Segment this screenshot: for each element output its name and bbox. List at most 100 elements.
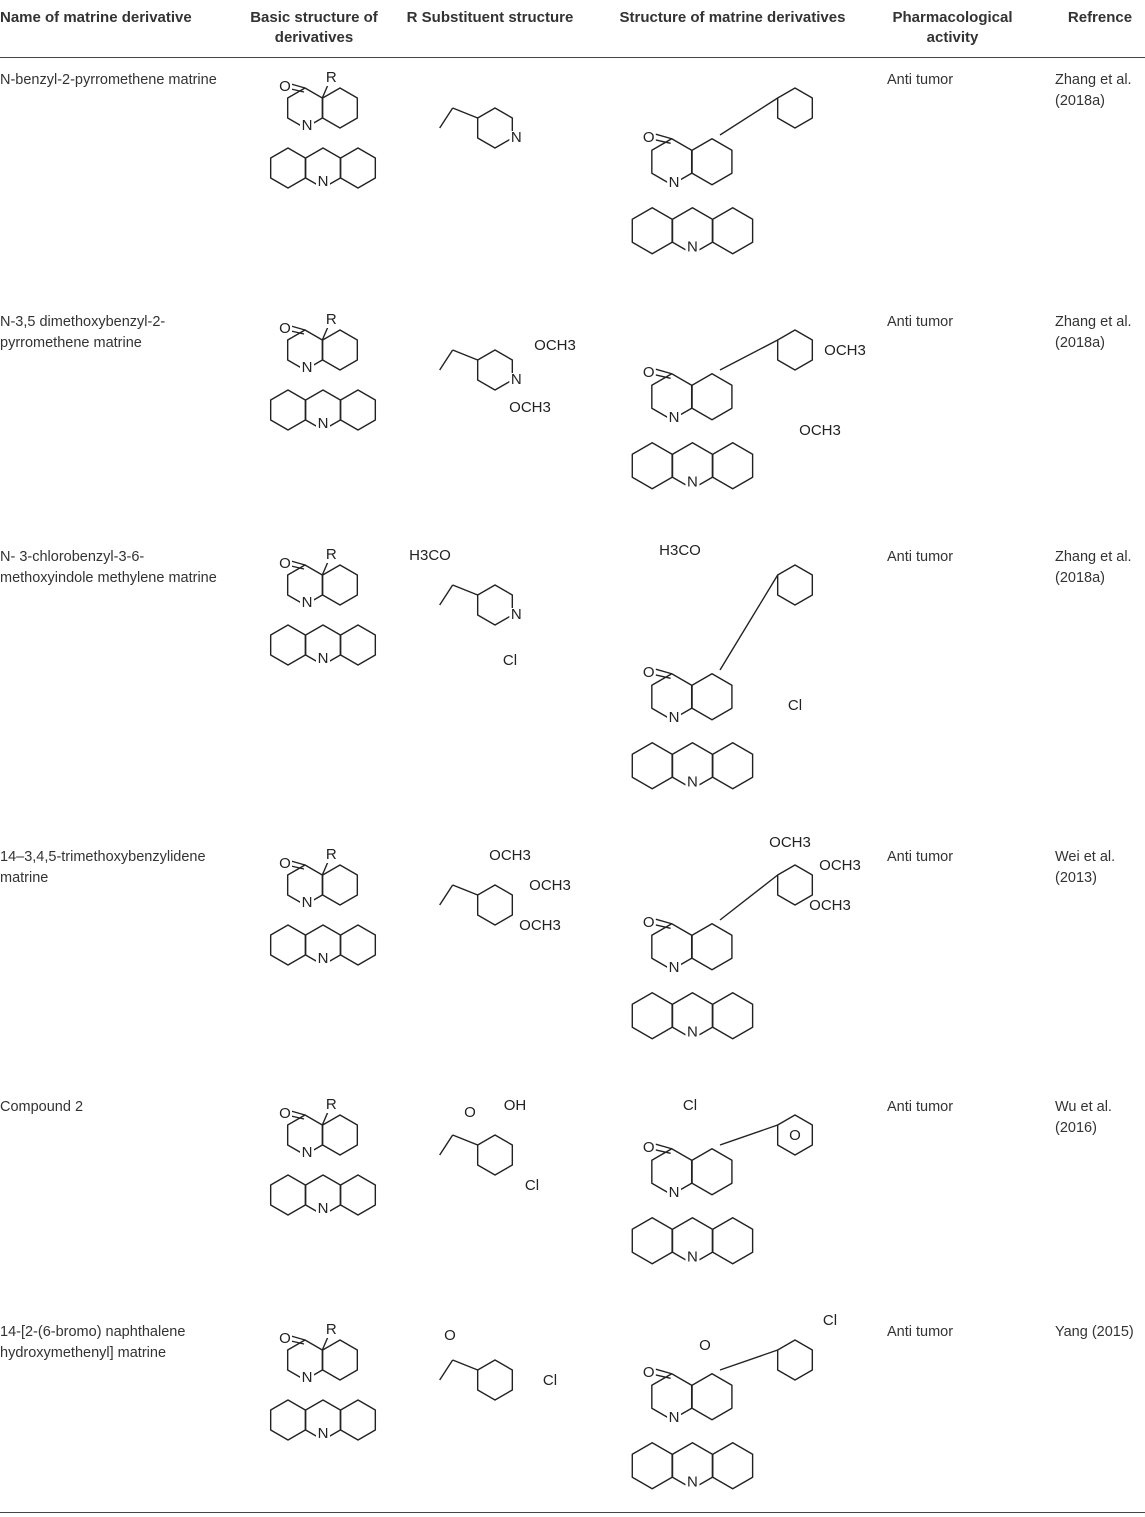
- ketone-oxygen-label: O: [789, 1127, 801, 1144]
- reference: Yang (2015): [1055, 1324, 1134, 1340]
- r-group-label-bg: [324, 313, 339, 328]
- quinolizidine-ring-right: [712, 207, 754, 255]
- quinolizidine-ring-right: [712, 1217, 754, 1265]
- carbonyl-oxygen-label: O: [279, 320, 291, 337]
- lactam-nitrogen-label: N: [669, 709, 680, 726]
- methoxy-label: OCH3: [819, 857, 861, 874]
- r-group-label-bg: [324, 1323, 339, 1338]
- lactam-nitrogen-label-bg: [667, 711, 682, 727]
- methoxy-label: OCH3: [809, 897, 851, 914]
- carbonyl-bond: [655, 1374, 671, 1380]
- lactam-nitrogen-label: N: [669, 409, 680, 426]
- aromatic-ring: [476, 884, 514, 926]
- quinolizidine-ring-left: [631, 1442, 673, 1490]
- quinolizidine-ring-left: [269, 147, 307, 189]
- bridge-nitrogen-label: N: [687, 473, 698, 490]
- methoxy-label: OCH3: [529, 877, 571, 894]
- table-row: N- 3-chlorobenzyl-3-6-methoxyindole meth…: [0, 535, 1145, 835]
- reference: Zhang et al. (2018a): [1055, 72, 1132, 109]
- chloro-label: Cl: [788, 697, 802, 714]
- methoxy-label-bg: [823, 899, 837, 914]
- chloro-label: Cl: [503, 652, 517, 669]
- carbonyl-bond: [290, 1335, 306, 1341]
- methoxy-label: OCH3: [519, 917, 561, 934]
- r-group-label: R: [326, 1321, 337, 1338]
- ketone-oxygen-label-bg: [788, 1129, 802, 1144]
- carbonyl-bond: [655, 668, 672, 675]
- derivative-name: N-benzyl-2-pyrromethene matrine: [0, 72, 217, 88]
- carbonyl-oxygen-label: O: [279, 1105, 291, 1122]
- carbonyl-oxygen-label-bg: [278, 557, 292, 572]
- vinyl-bond: [452, 1134, 478, 1146]
- carbonyl-oxygen-label: O: [643, 1364, 655, 1381]
- bridge-nitrogen-label: N: [687, 238, 698, 255]
- methoxy-label-bg: [783, 836, 797, 851]
- substituent-ring: [776, 1339, 814, 1381]
- carbonyl-bond: [655, 368, 672, 375]
- carbonyl-bond: [655, 374, 671, 380]
- quinolizidine-ring-left: [631, 207, 673, 255]
- table-bottom-rule: [0, 1512, 1145, 1513]
- aromatic-ring: [476, 349, 514, 391]
- vinyl-bond: [439, 884, 454, 906]
- pyrrole-nitrogen-label: N: [511, 371, 522, 388]
- quinolizidine-ring-left: [269, 1399, 307, 1441]
- methoxy-label: OCH3: [489, 847, 531, 864]
- lactam-nitrogen-label-bg: [300, 896, 314, 911]
- lactam-nitrogen-label: N: [302, 117, 313, 134]
- bridge-nitrogen-label: N: [687, 773, 698, 790]
- bridge-nitrogen-label: N: [318, 173, 329, 190]
- hydroxyl-label: OH: [504, 1097, 527, 1114]
- reference: Wei et al. (2013): [1055, 849, 1116, 886]
- lactam-nitrogen-label-bg: [667, 1411, 682, 1427]
- carbonyl-bond: [655, 918, 672, 925]
- carbonyl-bond: [655, 1368, 672, 1375]
- methoxy-label-bg: [548, 339, 562, 354]
- carbonyl-bond: [290, 83, 306, 89]
- linker-bond: [719, 1349, 778, 1371]
- quinolizidine-ring-right: [339, 1399, 377, 1441]
- lactam-nitrogen-label: N: [302, 359, 313, 376]
- lactam-nitrogen-label-bg: [300, 596, 314, 611]
- pyrrole-nitrogen-label: N: [511, 129, 522, 146]
- methoxy-label-bg: [813, 424, 827, 439]
- methoxy-label: OCH3: [824, 342, 866, 359]
- bridge-nitrogen-label-bg: [316, 175, 330, 190]
- carbonyl-bond: [290, 1115, 305, 1120]
- piperidine-ring-top: [691, 1373, 733, 1421]
- header-reference: Refrence: [1067, 9, 1133, 26]
- carbonyl-oxygen-label-bg: [278, 80, 292, 95]
- methoxy-label: OCH3: [509, 399, 551, 416]
- lactam-nitrogen-label-bg: [667, 961, 682, 977]
- vinyl-bond: [439, 584, 454, 606]
- methoxy-label-bg: [673, 544, 687, 559]
- r-group-label-bg: [324, 1098, 339, 1113]
- reference: Wu et al. (2016): [1055, 1099, 1112, 1136]
- r-group-label: R: [326, 1096, 337, 1113]
- chloro-label: Cl: [525, 1177, 539, 1194]
- bridge-nitrogen-label-bg: [316, 1202, 330, 1217]
- carbonyl-bond: [655, 139, 671, 145]
- carbonyl-bond: [290, 1340, 305, 1345]
- derivative-name: 14–3,4,5-trimethoxybenzylidene matrine: [0, 849, 206, 886]
- carbonyl-bond: [290, 565, 305, 570]
- methoxy-label-bg: [423, 549, 437, 564]
- chloro-label: Cl: [543, 1372, 557, 1389]
- lactam-nitrogen-label-bg: [300, 1146, 314, 1161]
- hydroxyl-label-bg: [508, 1099, 522, 1114]
- linker-bond: [719, 574, 779, 671]
- methoxy-label: OCH3: [769, 834, 811, 851]
- methoxy-label-bg: [523, 401, 537, 416]
- derivative-name: 14-[2-(6-bromo) naphthalene hydroxymethe…: [0, 1324, 186, 1361]
- lactam-nitrogen-label-bg: [300, 1371, 314, 1386]
- quinolizidine-ring-left: [631, 992, 673, 1040]
- methoxy-label: OCH3: [534, 337, 576, 354]
